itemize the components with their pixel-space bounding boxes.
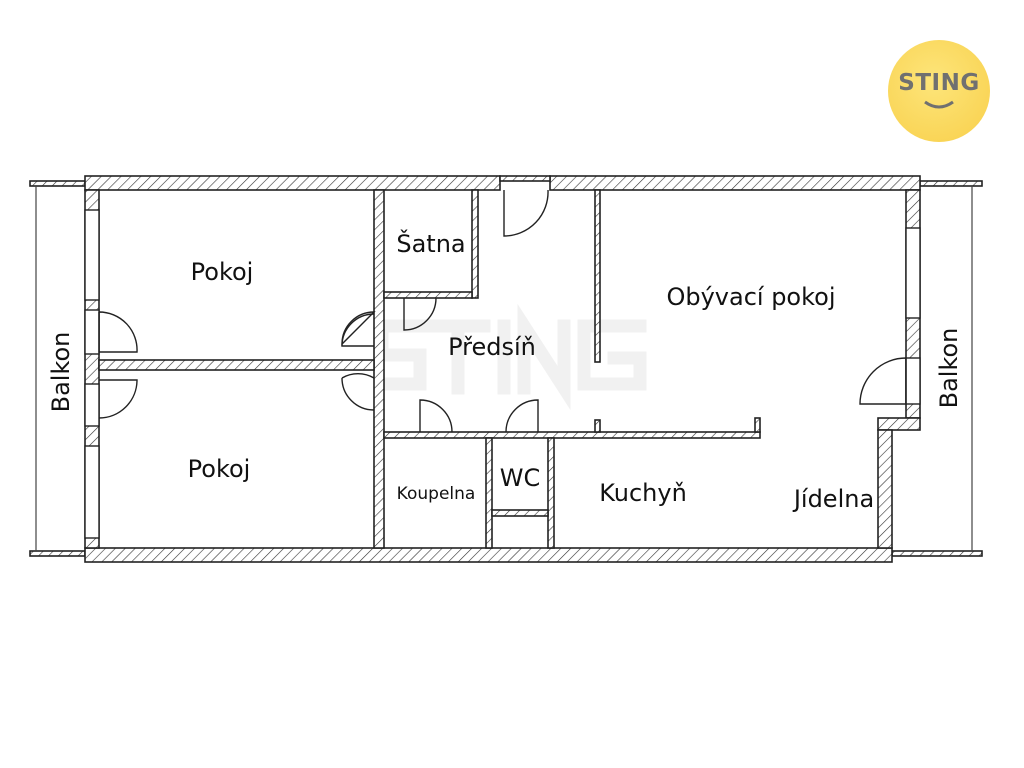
window-openings (84, 209, 921, 539)
doors (98, 189, 907, 433)
room-label-satna: Šatna (396, 228, 465, 258)
room-label-obyvaci-pokoj: Obývací pokoj (666, 283, 835, 311)
room-label-predsin: Předsíň (448, 333, 536, 361)
interior-walls (98, 189, 761, 549)
room-label-koupelna: Koupelna (397, 484, 476, 504)
room-label-wc: WC (500, 464, 541, 492)
room-label-jidelna: Jídelna (792, 485, 874, 513)
smile-icon (924, 100, 954, 109)
room-label-balkon-left: Balkon (47, 332, 75, 413)
watermark (373, 303, 647, 411)
room-label-kuchyn: Kuchyň (599, 479, 687, 507)
room-label-balkon-right: Balkon (935, 328, 963, 409)
room-label-pokoj-bottom: Pokoj (188, 455, 251, 483)
room-label-pokoj-top: Pokoj (191, 258, 254, 286)
sting-logo: STING (888, 40, 990, 142)
logo-text: STING (898, 70, 980, 96)
